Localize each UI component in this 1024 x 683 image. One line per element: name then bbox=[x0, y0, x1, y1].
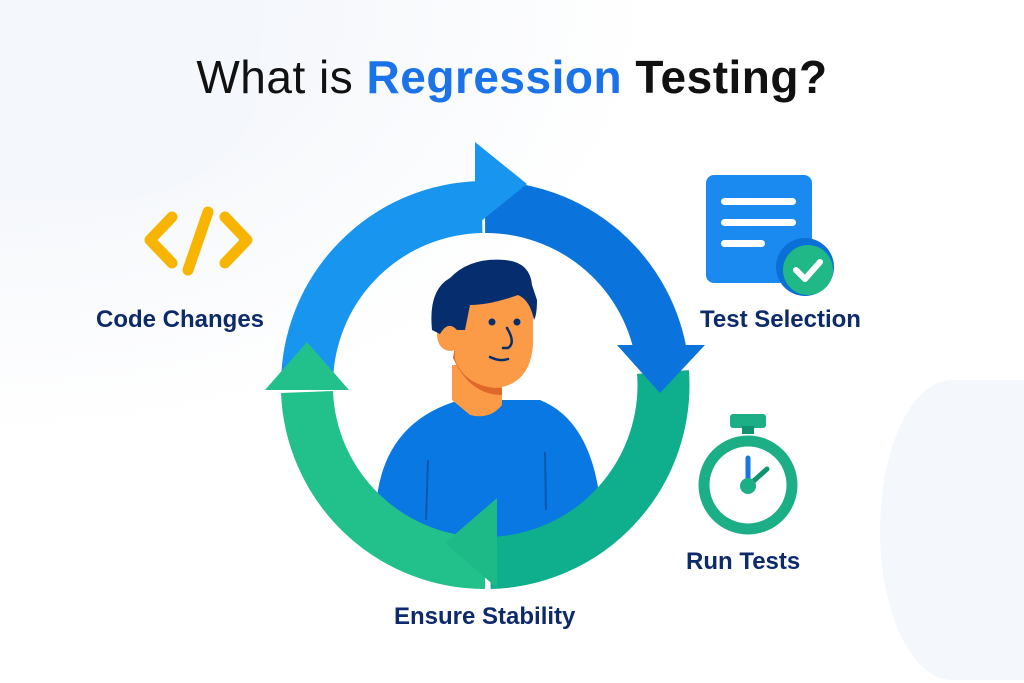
page-title: What is Regression Testing? bbox=[0, 50, 1024, 104]
arrowhead-left-icon bbox=[445, 498, 497, 588]
person-shirt bbox=[370, 400, 600, 538]
arc-run-tests bbox=[488, 370, 690, 589]
person-hair bbox=[431, 259, 537, 334]
step-label-test-selection: Test Selection bbox=[700, 306, 861, 333]
stopwatch-icon bbox=[698, 414, 798, 535]
step-label-ensure-stability: Ensure Stability bbox=[394, 603, 576, 630]
cycle-ring bbox=[265, 142, 705, 590]
arrowhead-down-icon bbox=[617, 345, 705, 393]
title-part2: Testing? bbox=[622, 51, 828, 103]
arc-ensure-stability bbox=[281, 390, 486, 590]
arrowhead-right-icon bbox=[475, 142, 527, 226]
title-part1: What is bbox=[196, 51, 367, 103]
arc-test-selection bbox=[484, 180, 688, 365]
arc-code-changes bbox=[281, 181, 483, 386]
person-illustration bbox=[370, 259, 600, 538]
step-label-code-changes: Code Changes bbox=[96, 306, 265, 333]
title-highlight: Regression bbox=[366, 51, 623, 103]
code-brackets-icon bbox=[144, 206, 253, 276]
background-shape bbox=[880, 380, 1024, 680]
step-label-run-tests: Run Tests bbox=[686, 548, 801, 575]
document-check-icon bbox=[706, 175, 834, 296]
arrowhead-up-icon bbox=[265, 342, 349, 390]
